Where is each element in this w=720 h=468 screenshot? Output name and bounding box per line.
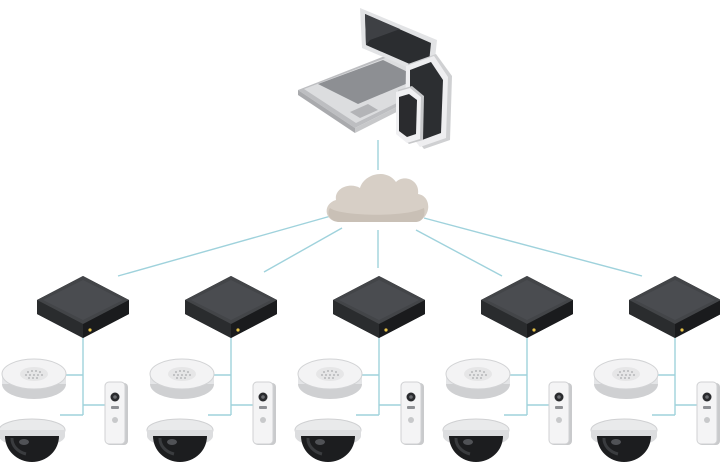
link-cloud-recorder-5 [423,217,643,277]
dome-camera-icon [0,417,67,464]
ceiling-speaker-icon [297,358,363,400]
link-cloud-recorder-1 [117,213,339,277]
dome-camera-icon [145,417,215,464]
recorder-box-icon [37,276,129,338]
door-intercom-icon [104,381,129,446]
dome-camera-icon [293,417,363,464]
recorders [37,276,720,338]
ceiling-speaker-icon [593,358,659,400]
link-cloud-recorder-2 [263,227,343,273]
client-devices [298,8,452,149]
door-intercom-icon [696,381,720,446]
network-links [117,140,643,277]
recorder-box-icon [333,276,425,338]
link-cloud-recorder-4 [415,229,503,277]
door-intercom-icon [252,381,277,446]
recorder-box-icon [629,276,720,338]
recorder-box-icon [481,276,573,338]
dome-camera-icon [441,417,511,464]
site-3-links [356,334,403,416]
ceiling-speaker-icon [445,358,511,400]
site-5-links [652,334,699,416]
ceiling-speaker-icon [1,358,67,400]
dome-camera-icon [589,417,659,464]
site-1-links [60,334,107,416]
recorder-box-icon [185,276,277,338]
ceiling-speaker-icon [149,358,215,400]
site-4-links [504,334,551,416]
cloud-icon [326,174,429,222]
smartphone-icon [396,86,424,144]
door-intercom-icon [548,381,573,446]
site-2-links [208,334,255,416]
door-intercom-icon [400,381,425,446]
